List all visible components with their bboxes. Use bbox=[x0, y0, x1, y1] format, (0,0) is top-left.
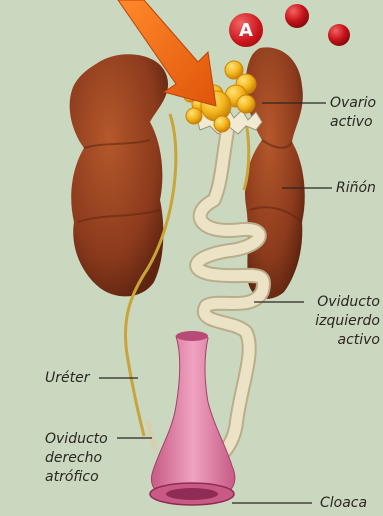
label-line: Oviducto bbox=[300, 293, 380, 312]
label-line: activo bbox=[330, 113, 376, 132]
egg-icon bbox=[285, 4, 309, 28]
label-line: derecho bbox=[45, 449, 108, 468]
label-line: atrófico bbox=[45, 468, 108, 487]
label-line: Ovario bbox=[330, 94, 376, 113]
label-ovario-activo: Ovario activo bbox=[330, 94, 376, 132]
right-oviduct-remnant bbox=[148, 420, 156, 450]
label-line: activo bbox=[300, 331, 380, 350]
label-oviducto-derecho: Oviducto derecho atrófico bbox=[45, 430, 108, 487]
label-oviducto-izquierdo: Oviducto izquierdo activo bbox=[300, 293, 380, 350]
label-ureter: Uréter bbox=[45, 369, 89, 388]
marker-a: A bbox=[229, 13, 263, 47]
label-rinon: Riñón bbox=[336, 179, 376, 198]
label-line: Oviducto bbox=[45, 430, 108, 449]
label-cloaca: Cloaca bbox=[320, 494, 367, 513]
cloaca bbox=[150, 331, 235, 505]
egg-icon bbox=[328, 24, 350, 46]
label-line: izquierdo bbox=[300, 312, 380, 331]
